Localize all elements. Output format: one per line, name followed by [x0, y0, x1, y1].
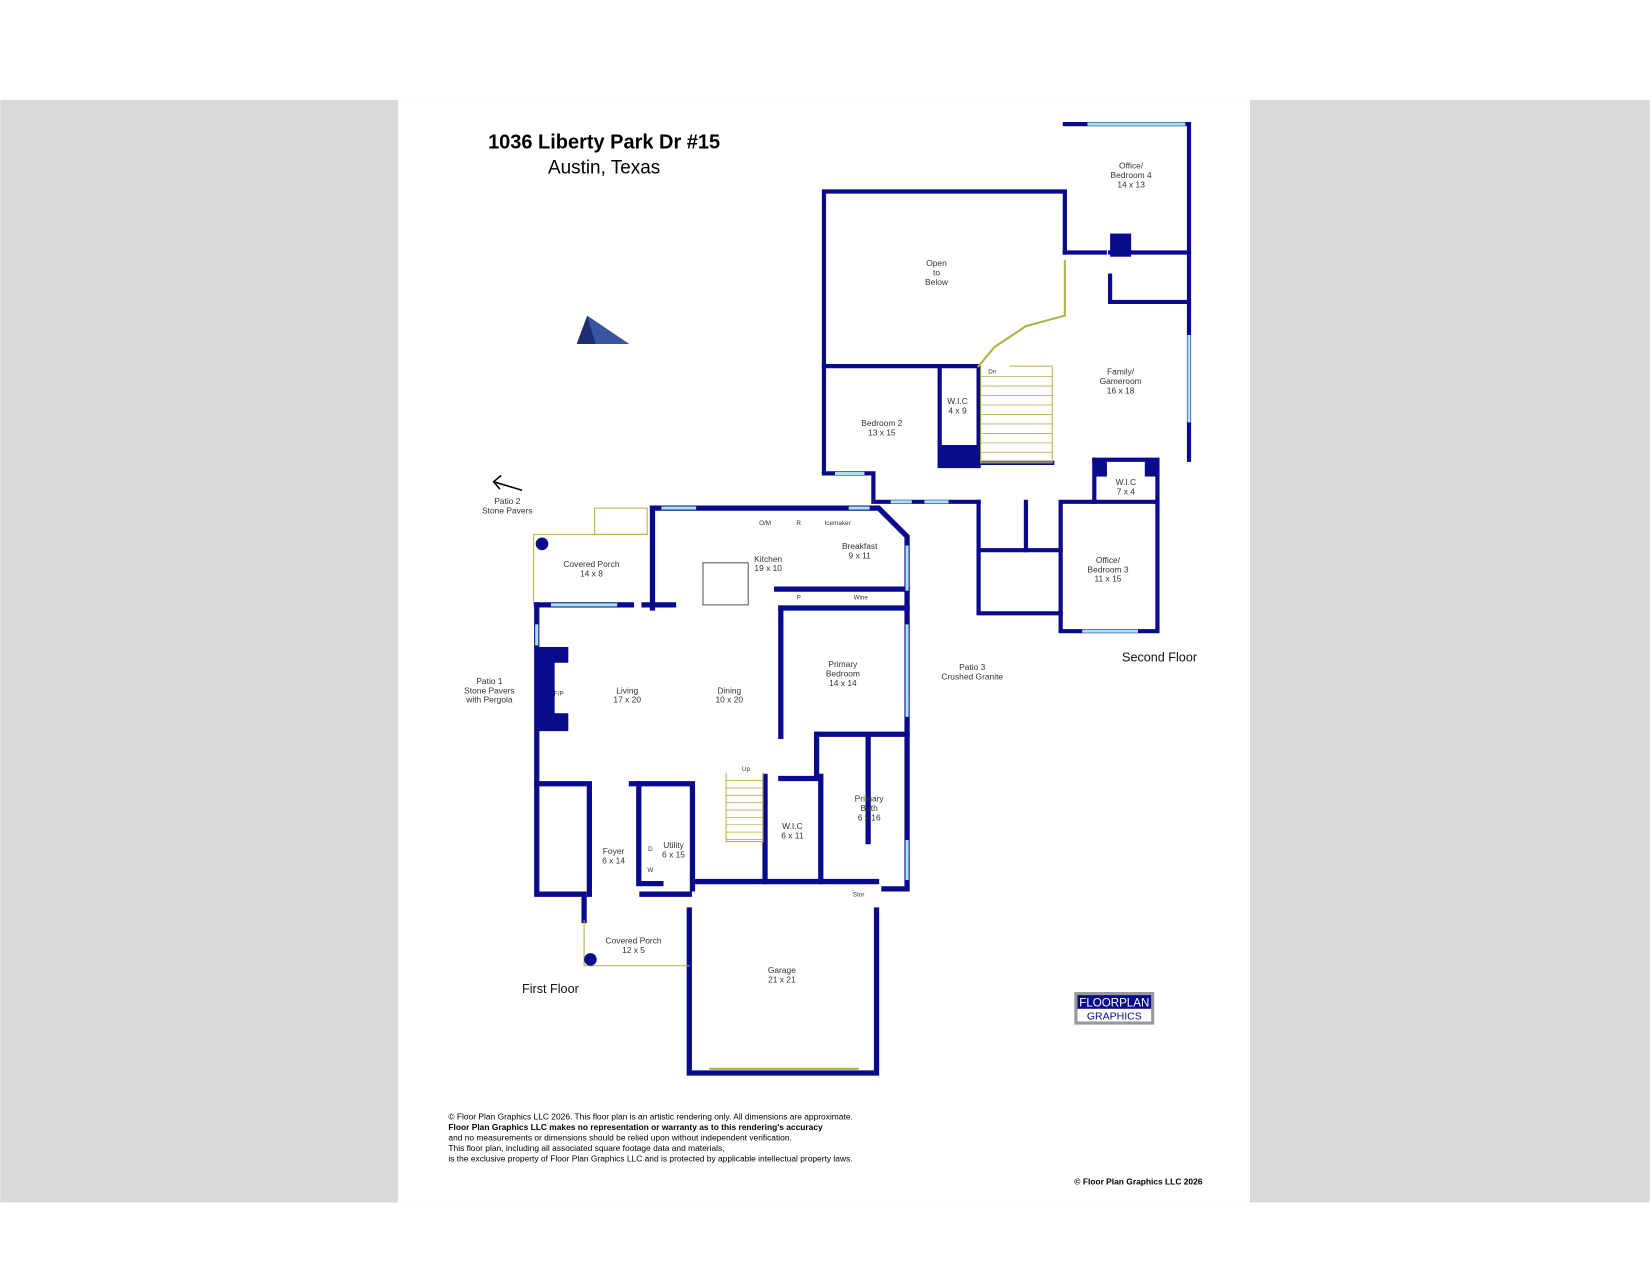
fixture-label: R [796, 520, 801, 527]
stairs-up [725, 772, 764, 843]
disclaimer-line: Floor Plan Graphics LLC makes no represe… [448, 1122, 823, 1132]
wall [778, 731, 820, 782]
fixture-label: D [648, 846, 653, 853]
second-floor-label: Second Floor [1122, 651, 1197, 665]
disclaimer-line: © Floor Plan Graphics LLC 2026. This flo… [448, 1111, 852, 1121]
wall [976, 499, 1063, 616]
fixture-label: Stor [853, 891, 865, 898]
fixture-label: Icemaker [825, 520, 851, 527]
wall-block [1110, 233, 1132, 257]
viewer-top-band [0, 0, 1650, 100]
porch-edge [583, 919, 690, 967]
plan-subtitle: Austin, Texas [548, 158, 660, 179]
wall-block [939, 444, 979, 467]
stairs [980, 365, 1053, 464]
fixture-label: Wine [854, 595, 869, 602]
disclaimer-line: and no measurements or dimensions should… [448, 1132, 791, 1142]
disclaimer: © Floor Plan Graphics LLC 2026. This flo… [448, 1111, 852, 1163]
wall-block [1094, 459, 1107, 477]
svg-text:FLOORPLAN: FLOORPLAN [1079, 998, 1149, 1010]
wall [628, 781, 696, 892]
wall [534, 602, 587, 924]
wall [686, 907, 880, 1076]
plan-title: 1036 Liberty Park Dr #15 [488, 131, 720, 153]
wall-block [1144, 459, 1158, 477]
first-floor-label: First Floor [522, 982, 579, 996]
fixture-label: F/P [554, 690, 564, 697]
fixture-label: Up [742, 766, 751, 773]
fixture-label: P [797, 595, 801, 602]
copyright: © Floor Plan Graphics LLC 2026 [1074, 1177, 1202, 1187]
railing [977, 259, 1066, 368]
fireplace-hearth [554, 662, 581, 714]
steps [594, 507, 648, 535]
column [535, 537, 549, 551]
disclaimer-line: is the exclusive property of Floor Plan … [448, 1153, 852, 1163]
column [584, 953, 597, 966]
wall [534, 781, 592, 897]
north-arrow-icon [576, 315, 630, 344]
fixture-label: Dn [988, 368, 997, 375]
disclaimer-line: This floor plan, including all associate… [448, 1143, 724, 1153]
walls [533, 122, 1192, 1076]
wall [821, 189, 1067, 474]
wall [1058, 499, 1160, 634]
svg-text:GRAPHICS: GRAPHICS [1087, 1010, 1142, 1022]
patio-arrow-icon [492, 474, 523, 491]
fixture-label: O/M [759, 520, 771, 527]
fixture-label: W [647, 867, 653, 874]
wall [636, 781, 664, 887]
floorplan-graphics-logo: FLOORPLAN GRAPHICS [1074, 992, 1155, 1025]
wall [1107, 273, 1192, 305]
kitchen-island [702, 562, 749, 606]
wall [649, 505, 910, 892]
